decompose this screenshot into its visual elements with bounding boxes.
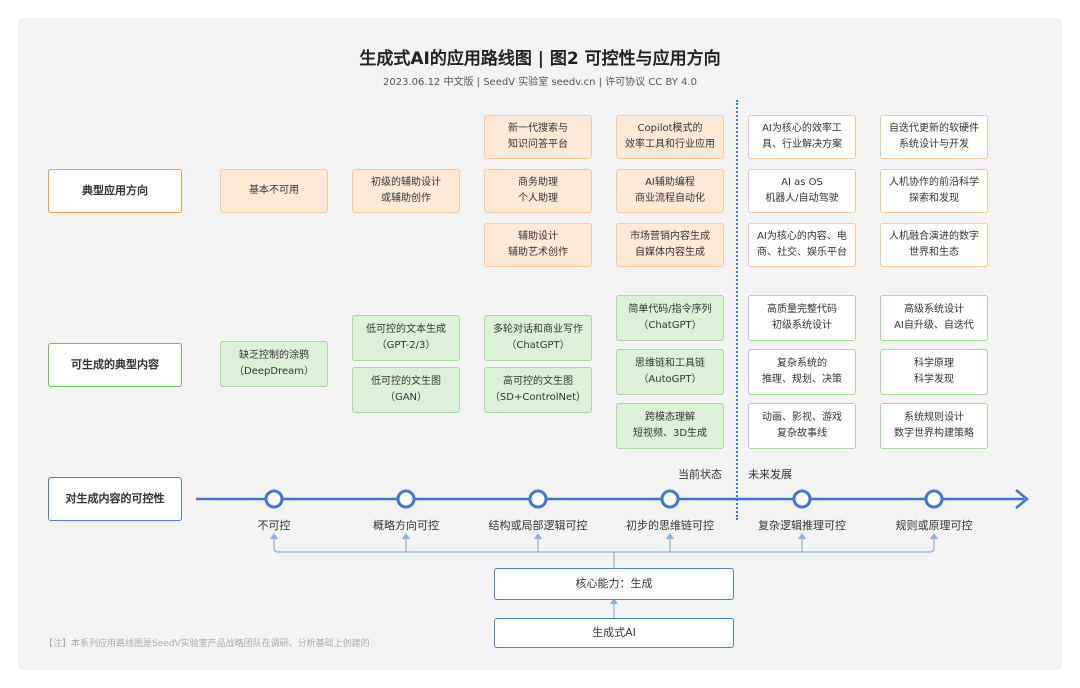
content-box: 低可控的文生图 （GAN） bbox=[352, 367, 460, 413]
content-box: 高可控的文生图 （SD+ControlNet） bbox=[484, 367, 592, 413]
axis-label: 初步的思维链可控 bbox=[626, 519, 714, 532]
axis-node bbox=[660, 489, 680, 509]
current-state-label: 当前状态 bbox=[678, 468, 722, 481]
content-box: 科学原理 科学发现 bbox=[880, 349, 988, 395]
content-box: 低可控的文本生成 （GPT-2/3） bbox=[352, 315, 460, 361]
content-box: 简单代码/指令序列 （ChatGPT） bbox=[616, 295, 724, 341]
present-future-divider bbox=[736, 100, 738, 520]
row-header-controllability: 对生成内容的可控性 bbox=[48, 477, 182, 521]
axis-node bbox=[924, 489, 944, 509]
app-box: AI as OS 机器人/自动驾驶 bbox=[748, 169, 856, 213]
content-box: 系统规则设计 数字世界构建策略 bbox=[880, 403, 988, 449]
page-subtitle: 2023.06.12 中文版 | SeedV 实验室 seedv.cn | 许可… bbox=[383, 77, 697, 88]
content-box: 跨模态理解 短视频、3D生成 bbox=[616, 403, 724, 449]
app-box: 基本不可用 bbox=[220, 169, 328, 213]
axis-label: 不可控 bbox=[257, 519, 291, 532]
app-box: 初级的辅助设计 或辅助创作 bbox=[352, 169, 460, 213]
axis-label: 概略方向可控 bbox=[373, 519, 439, 532]
app-box: AI为核心的效率工 具、行业解决方案 bbox=[748, 115, 856, 159]
axis-node bbox=[528, 489, 548, 509]
axis-label: 复杂逻辑推理可控 bbox=[758, 519, 846, 532]
content-box: 高级系统设计 AI自升级、自迭代 bbox=[880, 295, 988, 341]
axis-node bbox=[792, 489, 812, 509]
app-box: 辅助设计 辅助艺术创作 bbox=[484, 223, 592, 267]
core-capability-box: 核心能力：生成 bbox=[494, 568, 734, 600]
axis-node bbox=[264, 489, 284, 509]
footnote: 【注】本系列应用路线图是SeedV实验室产品战略团队在调研、分析基础上创建的 bbox=[44, 639, 370, 649]
generative-ai-box: 生成式AI bbox=[494, 618, 734, 648]
app-box: 人机融合演进的数字 世界和生态 bbox=[880, 223, 988, 267]
app-box: Copilot模式的 效率工具和行业应用 bbox=[616, 115, 724, 159]
app-box: 人机协作的前沿科学 探索和发现 bbox=[880, 169, 988, 213]
row-header-content: 可生成的典型内容 bbox=[48, 343, 182, 387]
content-box: 多轮对话和商业写作 （ChatGPT） bbox=[484, 315, 592, 361]
connector-arrowheads bbox=[270, 533, 938, 539]
content-box: 思维链和工具链 （AutoGPT） bbox=[616, 349, 724, 395]
axis-arrowhead bbox=[1015, 489, 1029, 509]
axis-label: 结构或局部逻辑可控 bbox=[488, 519, 588, 532]
app-box: AI辅助编程 商业流程自动化 bbox=[616, 169, 724, 213]
axis-node bbox=[396, 489, 416, 509]
content-box: 复杂系统的 推理、规划、决策 bbox=[748, 349, 856, 395]
content-box: 动画、影视、游戏 复杂故事线 bbox=[748, 403, 856, 449]
app-box: AI为核心的内容、电 商、社交、娱乐平台 bbox=[748, 223, 856, 267]
page-title: 生成式AI的应用路线图 | 图2 可控性与应用方向 bbox=[359, 49, 721, 69]
content-box: 缺乏控制的涂鸦 （DeepDream） bbox=[220, 341, 328, 387]
app-box: 市场营销内容生成 自媒体内容生成 bbox=[616, 223, 724, 267]
row-header-applications: 典型应用方向 bbox=[48, 169, 182, 213]
future-label: 未来发展 bbox=[748, 468, 792, 481]
app-box: 新一代搜索与 知识问答平台 bbox=[484, 115, 592, 159]
content-box: 高质量完整代码 初级系统设计 bbox=[748, 295, 856, 341]
axis-label: 规则或原理可控 bbox=[895, 519, 973, 532]
app-box: 商务助理 个人助理 bbox=[484, 169, 592, 213]
app-box: 自迭代更新的软硬件 系统设计与开发 bbox=[880, 115, 988, 159]
fan-out-connector bbox=[273, 537, 935, 553]
